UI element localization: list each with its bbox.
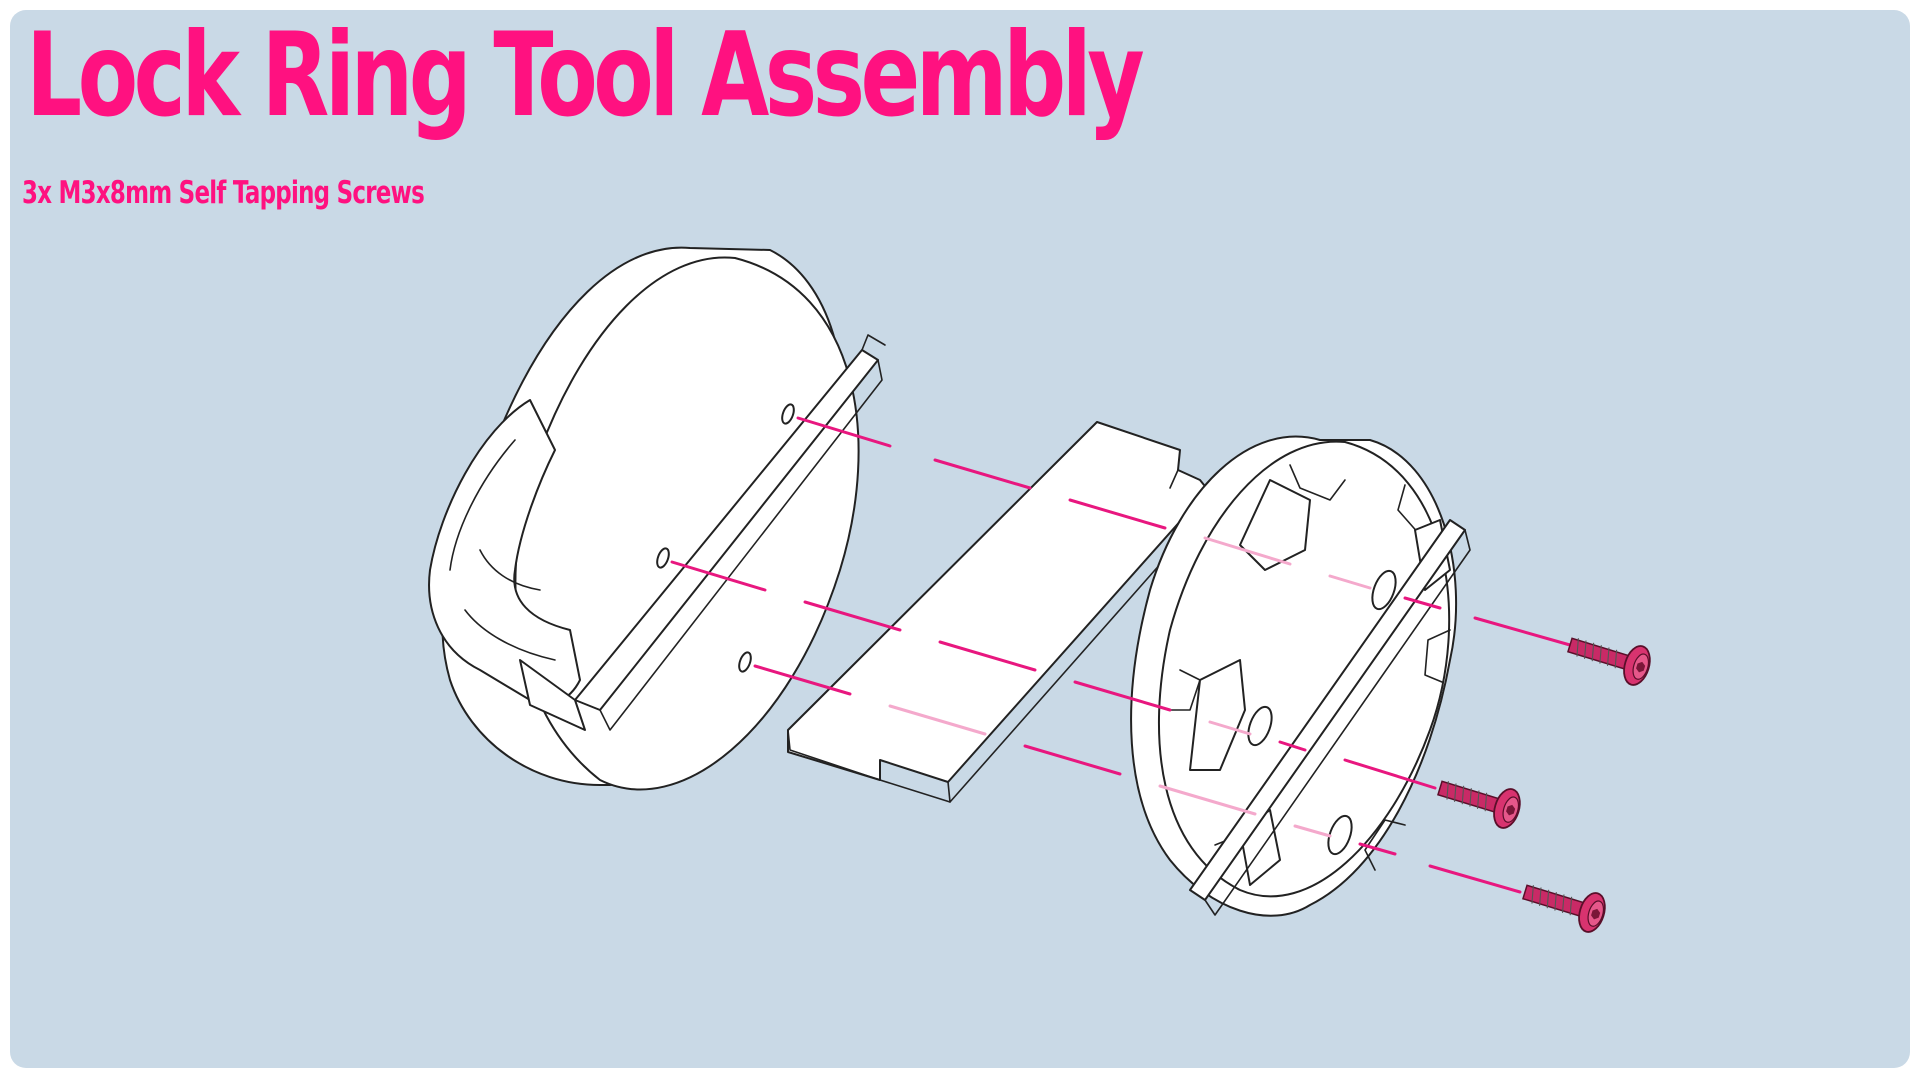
flat-insert-plate bbox=[787, 421, 1209, 803]
page-title: Lock Ring Tool Assembly bbox=[26, 10, 1145, 143]
page-subtitle: 3x M3x8mm Self Tapping Screws bbox=[22, 175, 425, 211]
exploded-assembly-drawing bbox=[428, 246, 1651, 933]
screw-middle bbox=[1437, 780, 1521, 829]
lock-ring-head bbox=[1130, 435, 1471, 917]
screw-top bbox=[1567, 637, 1651, 686]
handle-body bbox=[428, 246, 886, 791]
diagram-panel: Lock Ring Tool Assembly 3x M3x8mm Self T… bbox=[10, 10, 1910, 1068]
screw-bottom bbox=[1522, 884, 1606, 933]
alignment-lines bbox=[670, 416, 1572, 894]
